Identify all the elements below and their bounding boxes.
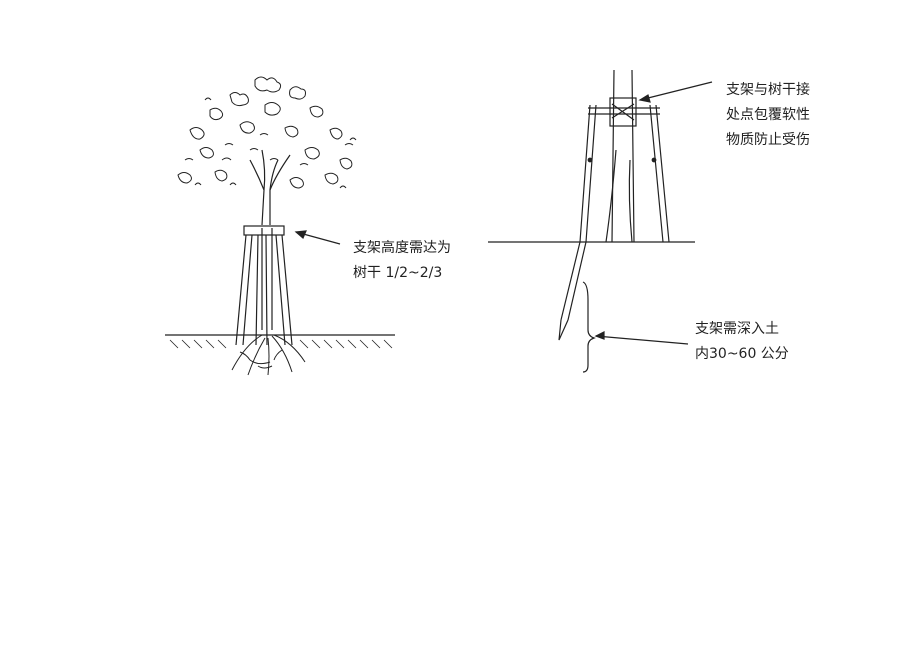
- support-poles: [235, 234, 293, 346]
- support-height-line1: 支架高度需达为: [353, 240, 451, 256]
- soft-wrap: [609, 97, 637, 127]
- depth-note: 支架需深入土 内30~60 公分: [695, 319, 789, 369]
- tree-canopy: [177, 76, 357, 189]
- contact-wrap-note: 支架与树干接 处点包覆软性 物质防止受伤: [726, 80, 810, 155]
- arrow-support-height: [294, 230, 341, 245]
- right-stake: [649, 104, 670, 243]
- left-stake: [558, 104, 597, 341]
- trunk-closeup: [605, 69, 635, 243]
- depth-line2: 内30~60 公分: [695, 346, 789, 362]
- arrow-depth: [594, 331, 689, 345]
- depth-brace: [582, 281, 596, 373]
- soil-hatch-left: [169, 339, 393, 349]
- support-band: [243, 225, 285, 236]
- right-stake-figure: [488, 69, 713, 373]
- left-tree-figure: [165, 76, 395, 376]
- contact-wrap-line3: 物质防止受伤: [726, 132, 810, 148]
- contact-wrap-line2: 处点包覆软性: [726, 107, 810, 123]
- contact-wrap-line1: 支架与树干接: [726, 82, 810, 98]
- support-height-note: 支架高度需达为 树干 1/2~2/3: [353, 238, 451, 288]
- support-height-line2: 树干 1/2~2/3: [353, 265, 443, 281]
- depth-line1: 支架需深入土: [695, 321, 779, 337]
- tree-roots: [231, 334, 306, 376]
- crossbar: [588, 107, 660, 115]
- tree-trunk: [249, 149, 291, 330]
- arrow-contact-wrap: [638, 81, 713, 103]
